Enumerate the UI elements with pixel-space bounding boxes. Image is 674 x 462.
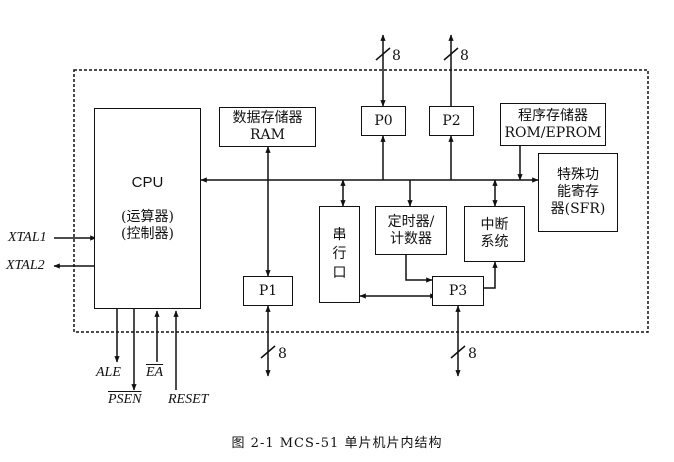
p1-block: P1 (243, 276, 293, 306)
p3-block: P3 (432, 276, 484, 306)
ram-block: 数据存储器 RAM (219, 107, 316, 147)
cpu-block: CPU (运算器) (控制器) (94, 108, 201, 309)
p3-bus-width: 8 (468, 346, 477, 362)
p1-bus-width: 8 (278, 346, 287, 362)
timer-label-2: 计数器 (390, 230, 432, 247)
p2-bus-width: 8 (460, 48, 469, 64)
timer-counter-block: 定时器/ 计数器 (375, 206, 447, 255)
sfr-label-3: 器(SFR) (550, 201, 606, 217)
sfr-label-1: 特殊功 (557, 167, 599, 183)
cpu-alu-label: (运算器) (121, 209, 174, 225)
timer-label-1: 定时器/ (387, 213, 435, 230)
serial-char-1: 串 (332, 227, 347, 243)
sfr-label-2: 能寄存 (557, 184, 599, 200)
cpu-controller-label: (控制器) (121, 226, 174, 242)
rom-block: 程序存储器 ROM/EPROM (500, 103, 606, 146)
p2-label: P2 (442, 112, 461, 129)
serial-port-block: 串 行 口 (319, 206, 360, 303)
p1-label: P1 (258, 282, 278, 299)
xtal1-label: XTAL1 (8, 230, 47, 245)
reset-label: RESET (168, 392, 209, 407)
p0-label: P0 (374, 112, 393, 129)
ea-label: EA (146, 365, 164, 380)
interrupt-label-2: 系统 (480, 234, 509, 250)
p0-block: P0 (361, 106, 406, 136)
rom-label-cn: 程序存储器 (517, 107, 588, 124)
interrupt-block: 中断 系统 (464, 206, 525, 262)
psen-label: PSEN (108, 392, 142, 407)
ale-label: ALE (96, 365, 121, 380)
ram-label: RAM (250, 127, 285, 143)
serial-char-2: 行 (332, 246, 347, 262)
serial-char-3: 口 (332, 265, 347, 281)
ram-label-cn: 数据存储器 (232, 110, 303, 126)
p3-label: P3 (448, 282, 468, 299)
interrupt-label-1: 中断 (480, 217, 509, 233)
chip-boundary (73, 69, 649, 333)
sfr-block: 特殊功 能寄存 器(SFR) (538, 153, 618, 232)
xtal2-label: XTAL2 (6, 258, 45, 273)
rom-label: ROM/EPROM (504, 124, 602, 141)
cpu-title: CPU (131, 174, 164, 191)
p0-bus-width: 8 (392, 48, 401, 64)
p2-block: P2 (429, 106, 474, 136)
figure-caption: 图 2-1 MCS-51 单片机片内结构 (231, 436, 443, 451)
